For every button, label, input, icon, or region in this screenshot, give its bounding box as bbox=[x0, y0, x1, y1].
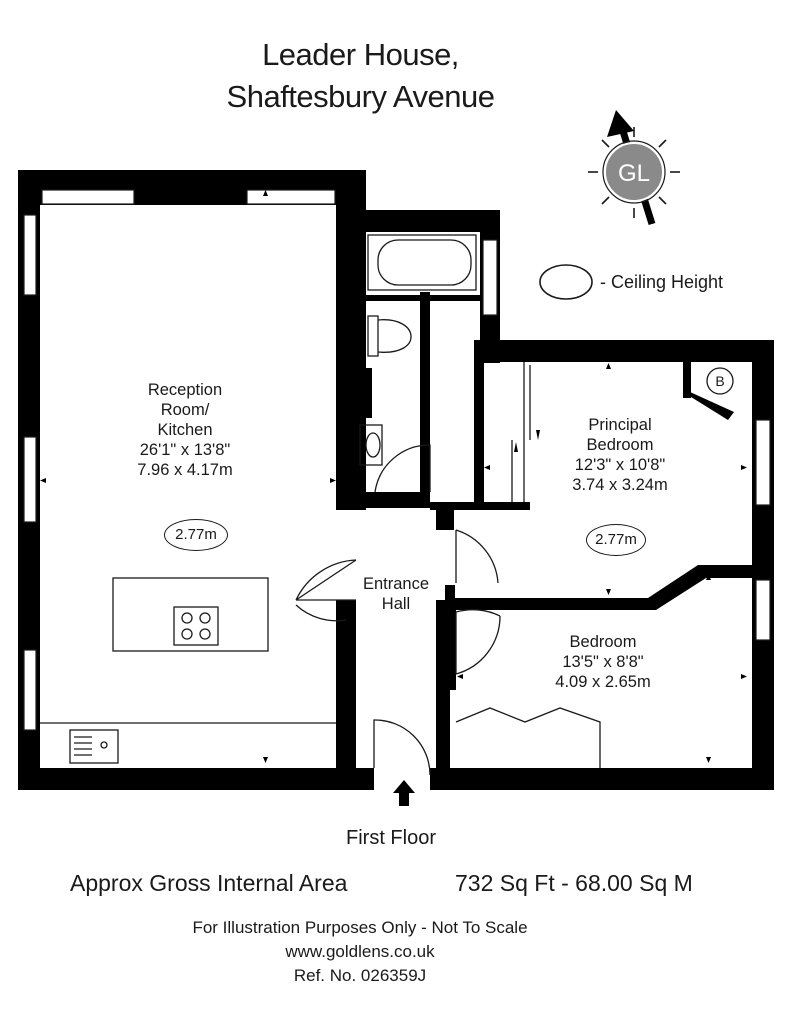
bedroom-imperial: 13'5" x 8'8" bbox=[562, 653, 644, 671]
entrance-hall-label: Entrance Hall bbox=[356, 574, 436, 614]
principal-name-2: Bedroom bbox=[586, 436, 654, 454]
footer-reference: Ref. No. 026359J bbox=[293, 966, 427, 985]
principal-ceiling-height: 2.77m bbox=[586, 524, 646, 556]
reception-name-2: Room/ bbox=[160, 401, 210, 419]
boiler-label: B bbox=[715, 373, 725, 389]
ceiling-height-legend-icon bbox=[539, 264, 593, 300]
reception-name-3: Kitchen bbox=[157, 421, 213, 439]
reception-imperial: 26'1" x 13'8" bbox=[139, 441, 231, 459]
compass-text: GL bbox=[618, 160, 650, 187]
footer-website: www.goldlens.co.uk bbox=[285, 942, 435, 961]
area-value: 732 Sq Ft - 68.00 Sq M bbox=[455, 870, 693, 896]
reception-metric: 7.96 x 4.17m bbox=[137, 461, 233, 479]
hob-icon bbox=[173, 606, 219, 646]
dimension-markers bbox=[40, 190, 747, 763]
walls bbox=[18, 170, 774, 790]
toilet-icon bbox=[367, 315, 412, 357]
sink-icon bbox=[69, 729, 119, 764]
entrance-arrow-icon bbox=[393, 780, 415, 806]
hall-name-1: Entrance bbox=[362, 575, 430, 593]
principal-bedroom-label: Principal Bedroom 12'3" x 10'8" 3.74 x 3… bbox=[545, 415, 695, 495]
footer-disclaimer: For Illustration Purposes Only - Not To … bbox=[192, 918, 528, 937]
title-line-1: Leader House, bbox=[262, 37, 459, 72]
hall-name-2: Hall bbox=[381, 595, 411, 613]
bath-icon bbox=[367, 234, 477, 291]
boiler-icon bbox=[706, 367, 734, 395]
bedroom-name: Bedroom bbox=[569, 633, 637, 651]
reception-ceiling-height: 2.77m bbox=[164, 519, 228, 551]
kitchen-island bbox=[112, 577, 269, 652]
reception-label: Reception Room/ Kitchen 26'1" x 13'8" 7.… bbox=[110, 380, 260, 480]
reception-name-1: Reception bbox=[147, 381, 223, 399]
area-label: Approx Gross Internal Area bbox=[70, 870, 348, 896]
title-line-2: Shaftesbury Avenue bbox=[226, 79, 495, 114]
windows bbox=[23, 189, 771, 731]
ceiling-height-legend-text: - Ceiling Height bbox=[600, 272, 724, 292]
compass-icon bbox=[588, 110, 680, 226]
basin-icon bbox=[359, 424, 383, 466]
principal-metric: 3.74 x 3.24m bbox=[572, 476, 668, 494]
floor-label: First Floor bbox=[346, 827, 436, 849]
bedroom-metric: 4.09 x 2.65m bbox=[555, 673, 651, 691]
principal-imperial: 12'3" x 10'8" bbox=[574, 456, 666, 474]
principal-name-1: Principal bbox=[588, 416, 652, 434]
bedroom-label: Bedroom 13'5" x 8'8" 4.09 x 2.65m bbox=[528, 632, 678, 692]
